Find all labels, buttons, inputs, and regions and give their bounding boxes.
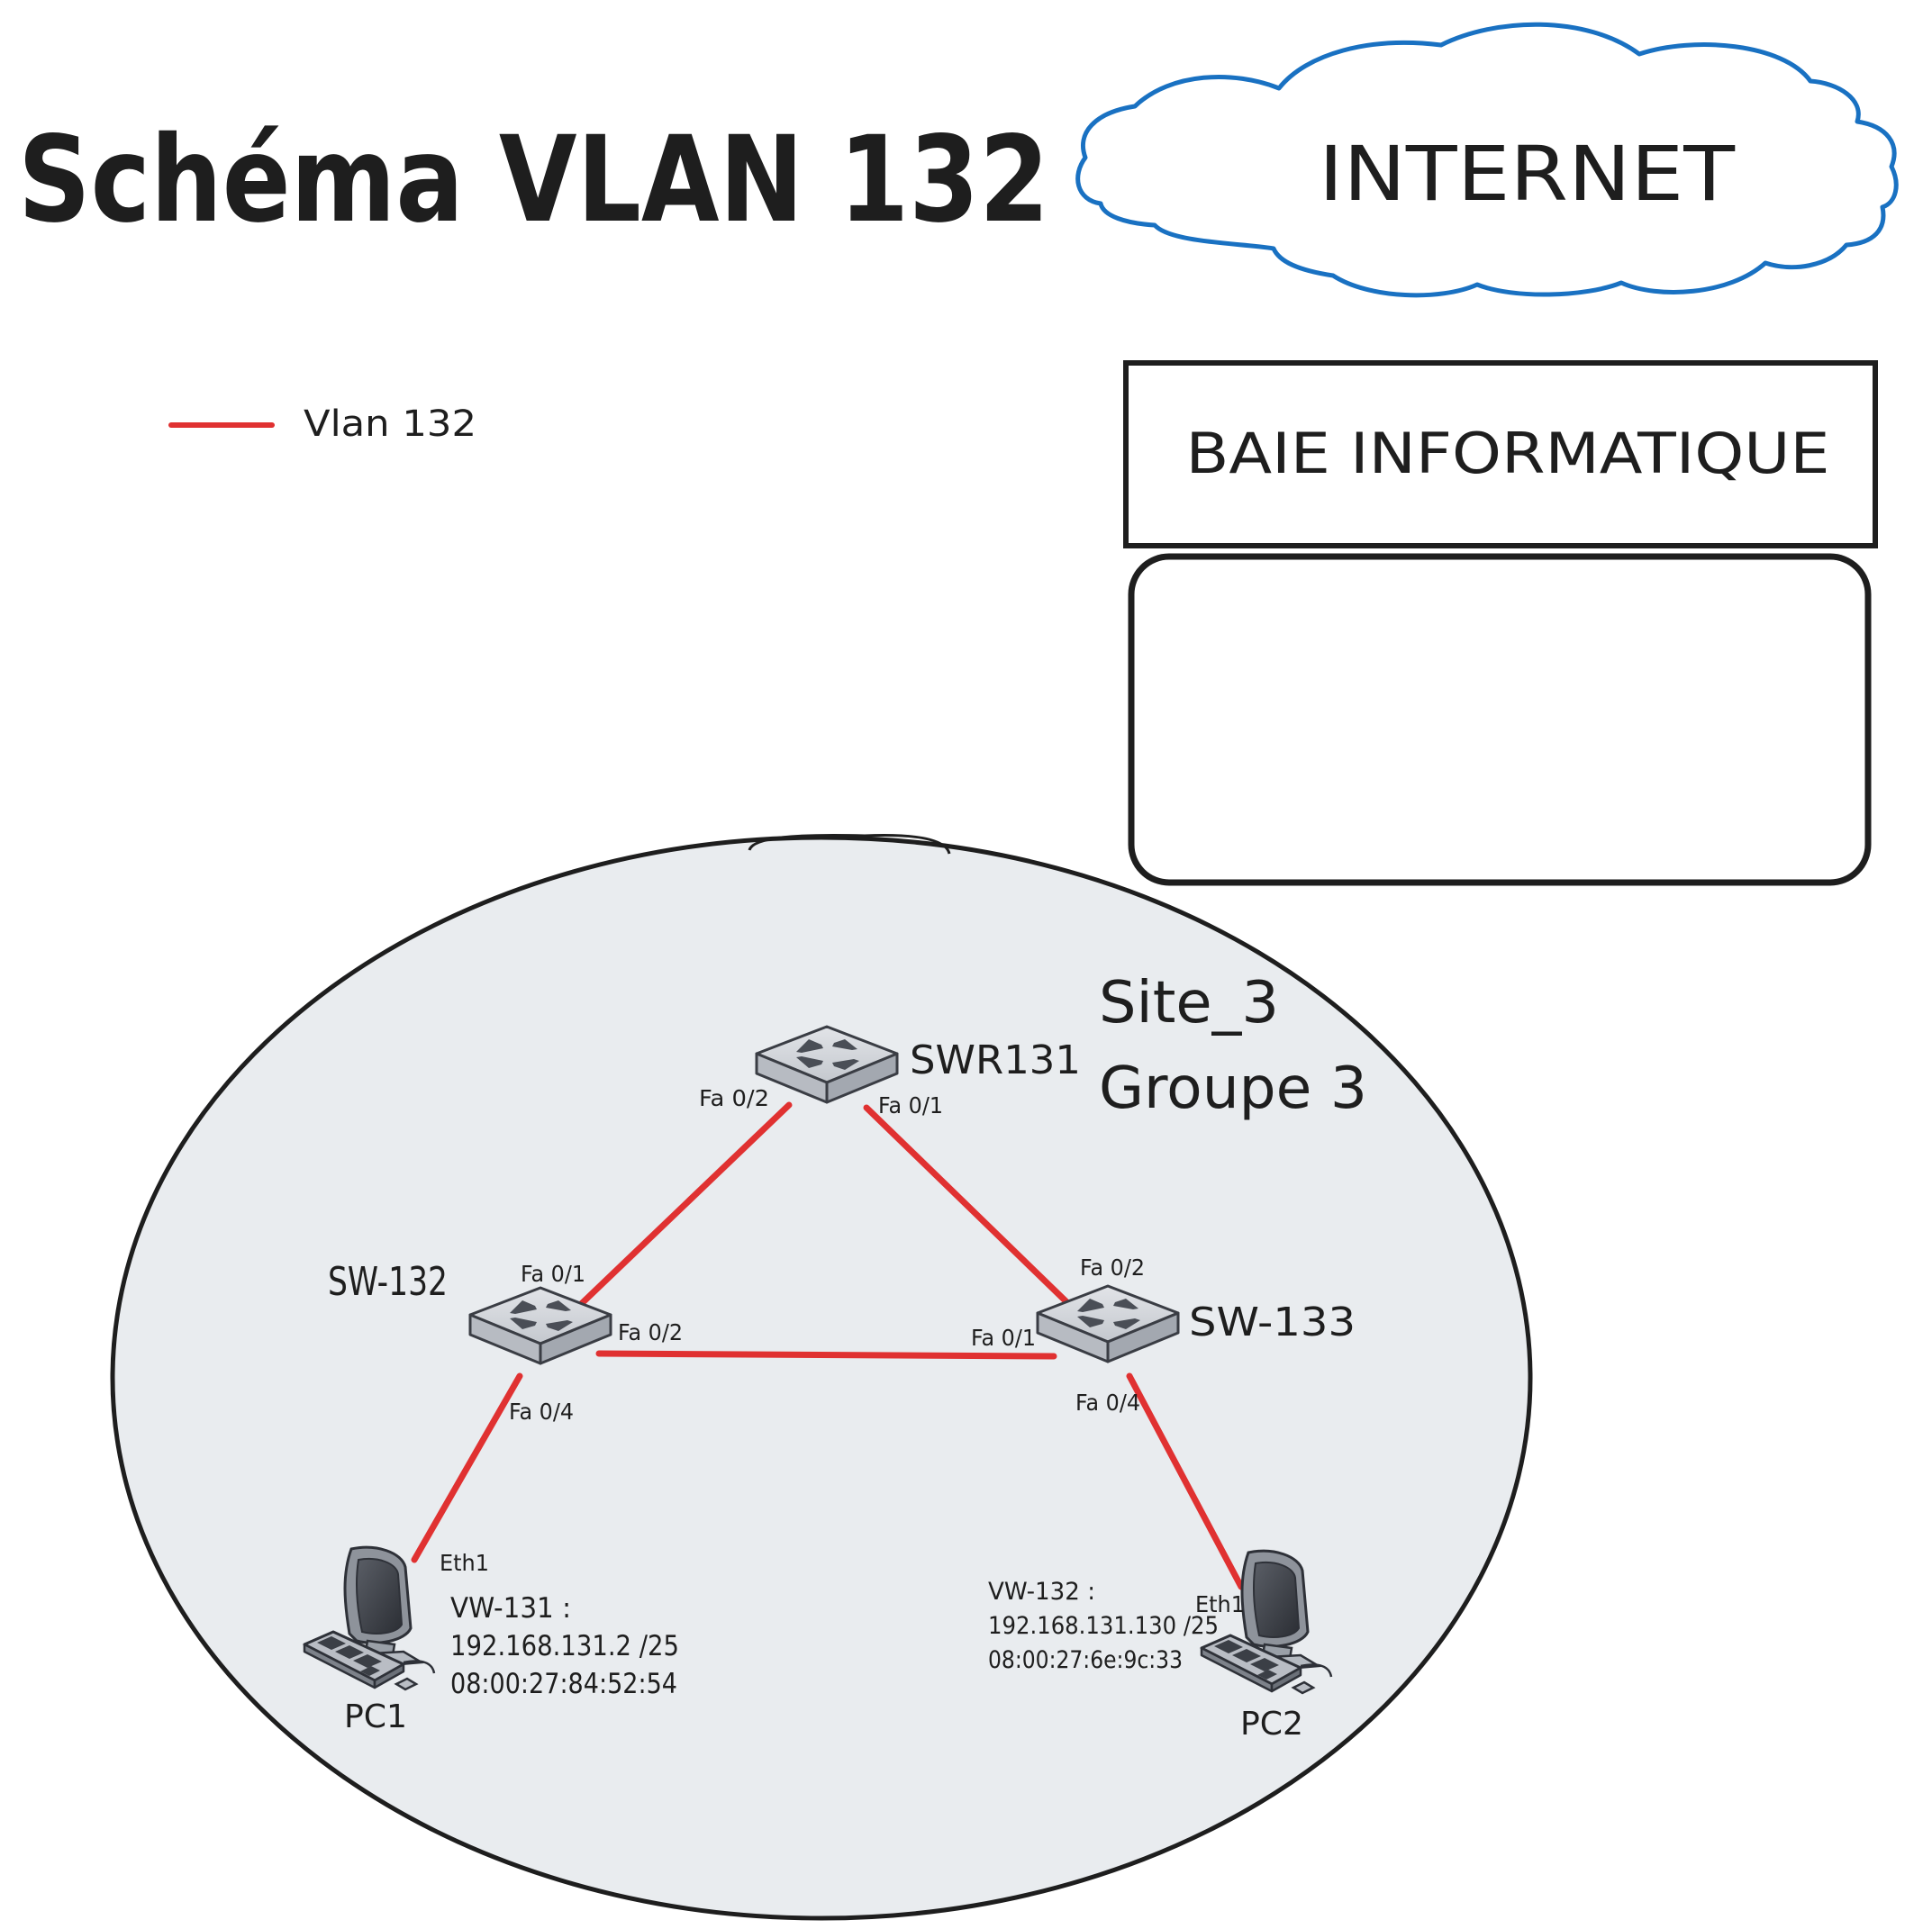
pc2-vm-name: VW-132 :	[988, 1578, 1095, 1606]
pc1-vm-name: VW-131 :	[450, 1592, 571, 1625]
sw133-name: SW-133	[1189, 1300, 1356, 1345]
link-swr131-sw133	[863, 1104, 1086, 1321]
site-group: Groupe 3	[1099, 1055, 1367, 1122]
rack-label: BAIE INFORMATIQUE	[1186, 421, 1830, 486]
sw132-name: SW-132	[328, 1259, 448, 1305]
pc1-name: PC1	[344, 1698, 407, 1735]
pc2-name: PC2	[1240, 1706, 1303, 1743]
swr131-port-right: Fa 0/1	[878, 1092, 943, 1118]
legend-vlan-label: Vlan 132	[304, 403, 476, 445]
diagram-title: Schéma VLAN 132	[18, 111, 1049, 249]
sw133-port-left: Fa 0/1	[971, 1325, 1036, 1351]
link-sw132-sw133	[595, 1350, 1057, 1360]
pc1-ip: 192.168.131.2 /25	[450, 1630, 679, 1662]
internet-cloud-icon	[1075, 22, 1899, 298]
sw132-port-right: Fa 0/2	[618, 1319, 683, 1345]
sw132-port-up: Fa 0/1	[521, 1261, 585, 1287]
site-area-sketch-stroke	[748, 834, 951, 855]
rack-body-box	[1128, 553, 1872, 886]
sw133-port-up: Fa 0/2	[1080, 1254, 1145, 1281]
pc2-mac: 08:00:27:6e:9c:33	[988, 1646, 1183, 1674]
internet-label: INTERNET	[1319, 130, 1736, 218]
pc2-ip: 192.168.131.130 /25	[988, 1612, 1219, 1640]
pc1-port: Eth1	[440, 1550, 489, 1576]
swr131-port-left: Fa 0/2	[699, 1085, 769, 1111]
sw132-port-down: Fa 0/4	[509, 1399, 574, 1425]
vlan-links	[411, 1101, 1245, 1590]
swr131-name: SWR131	[910, 1037, 1081, 1083]
site-name: Site_3	[1099, 970, 1279, 1037]
site-area	[110, 835, 1533, 1921]
link-sw132-pc1	[411, 1372, 523, 1563]
link-swr131-sw132	[574, 1101, 793, 1311]
sw133-port-down: Fa 0/4	[1075, 1390, 1140, 1416]
pc2-port: Eth1	[1195, 1591, 1245, 1617]
link-sw133-pc2	[1126, 1372, 1245, 1590]
rack-header-box	[1123, 360, 1878, 548]
pc1-mac: 08:00:27:84:52:54	[450, 1668, 677, 1700]
